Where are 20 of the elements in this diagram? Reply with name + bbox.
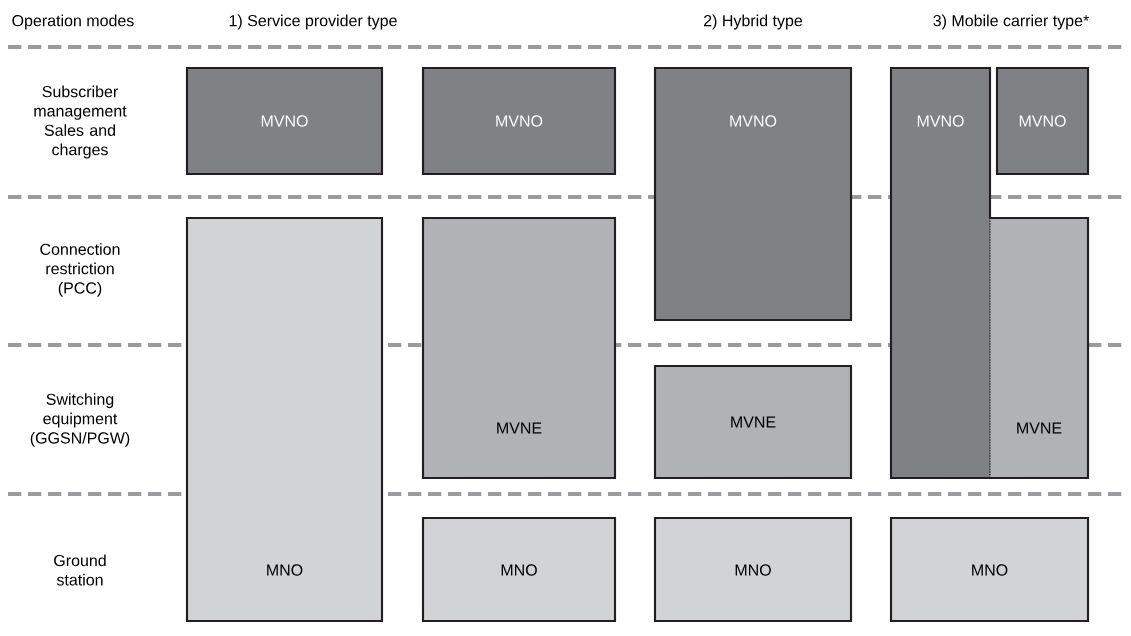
column-header: 2) Hybrid type bbox=[704, 14, 803, 30]
operator-box: MVNO bbox=[421, 66, 617, 176]
column-header: Operation modes bbox=[12, 14, 134, 30]
operator-box: MVNE bbox=[421, 216, 617, 480]
operator-box: MVNO bbox=[995, 66, 1090, 176]
operator-box: MNO bbox=[889, 516, 1090, 623]
operator-box: MVNO bbox=[889, 66, 992, 480]
row-label: Switching equipment (GGSN/PGW) bbox=[30, 393, 130, 447]
operator-box: MNO bbox=[185, 216, 384, 623]
operator-box: MVNE bbox=[653, 364, 853, 480]
row-label: Connection restriction (PCC) bbox=[40, 243, 120, 297]
row-label: Subscriber management Sales and charges bbox=[34, 85, 127, 159]
column-header: 1) Service provider type bbox=[229, 14, 397, 30]
operator-box: MNO bbox=[653, 516, 853, 623]
operator-box: MVNO bbox=[185, 66, 384, 176]
operator-box: MVNE bbox=[989, 216, 1090, 480]
operator-box: MVNO bbox=[653, 66, 853, 322]
column-header: 3) Mobile carrier type* bbox=[933, 14, 1089, 30]
operator-box: MNO bbox=[421, 516, 617, 623]
row-label: Ground station bbox=[54, 554, 106, 586]
